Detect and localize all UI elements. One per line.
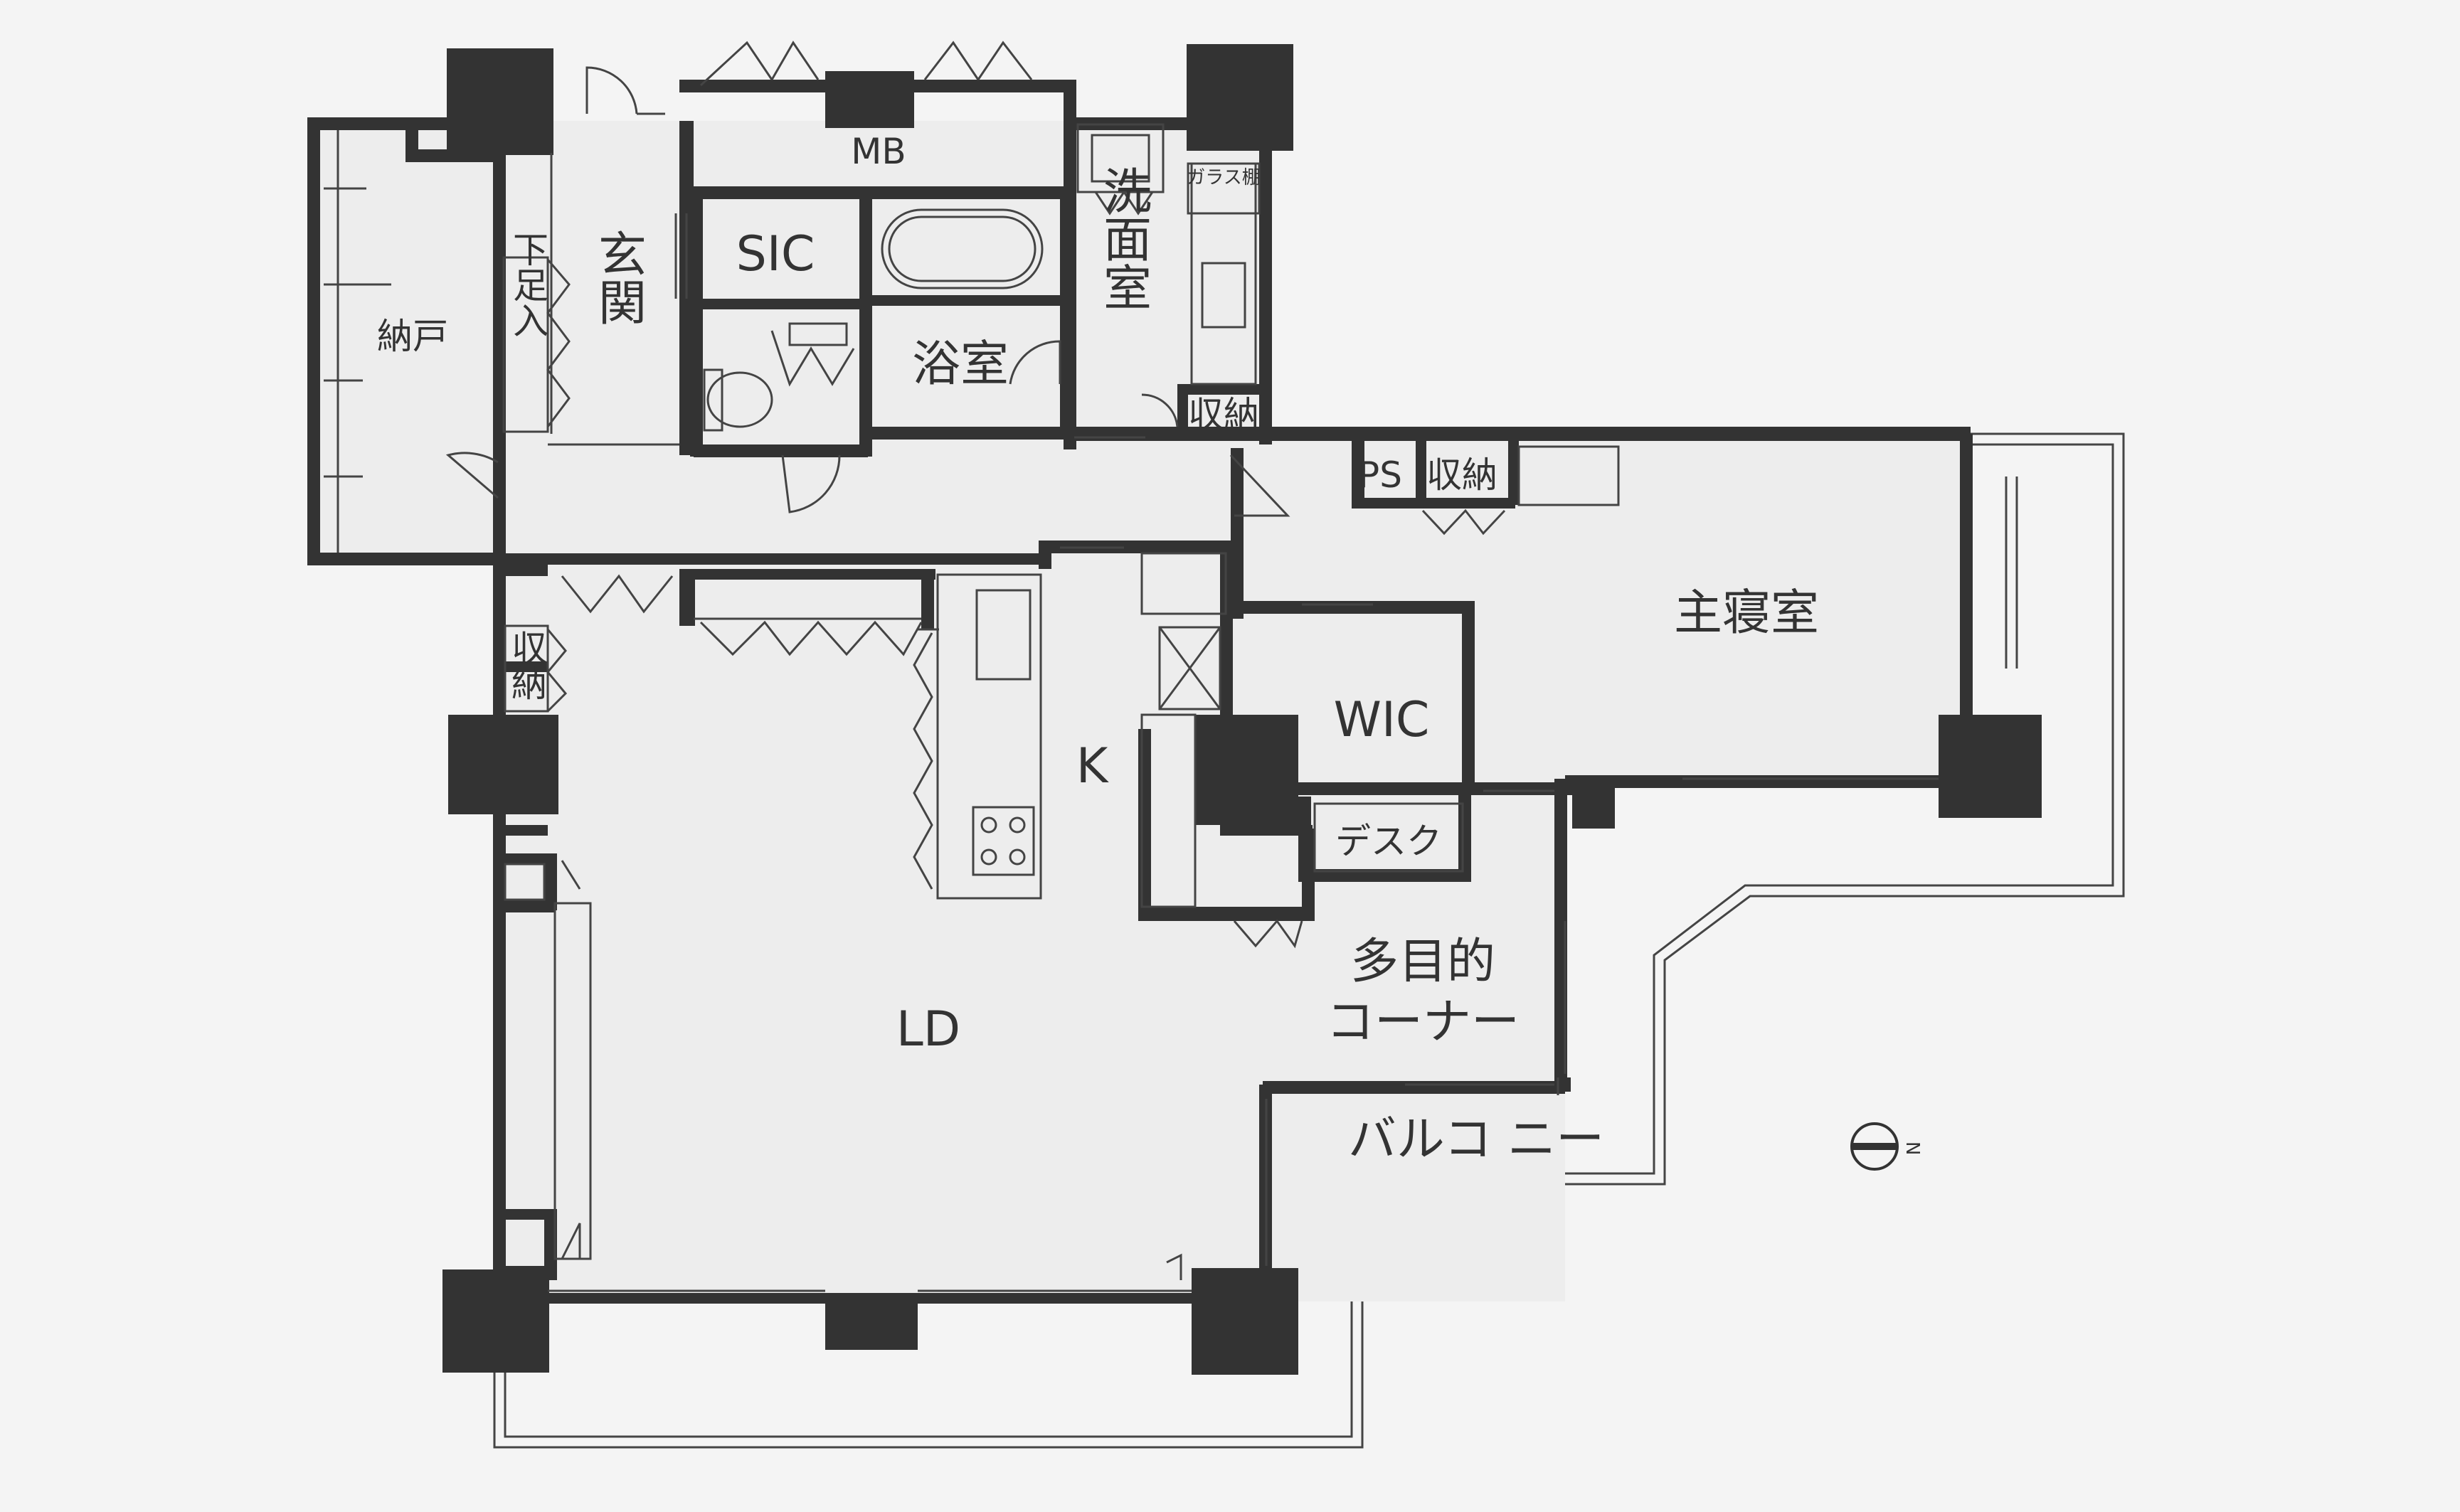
label-shuno-bed: 収納: [1426, 454, 1497, 496]
label-balcony: バルコ ニー: [1348, 1112, 1604, 1168]
floor-areas: [317, 121, 1971, 1301]
label-mb: MB: [851, 131, 906, 172]
label-geta: 下足入: [507, 231, 548, 338]
label-desk: デスク: [1335, 821, 1442, 862]
label-senmen: 洗面室: [1095, 166, 1151, 311]
label-tamokuteki-1: 多目的: [1350, 934, 1495, 990]
label-sic: SIC: [736, 226, 815, 282]
label-genkan: 玄関: [590, 229, 646, 326]
label-ld: LD: [896, 1001, 960, 1058]
label-wic: WIC: [1334, 692, 1430, 748]
fixtures: [324, 41, 2018, 1292]
label-glass-shelf: ガラス棚: [1187, 167, 1260, 188]
label-yokushitsu: 浴室: [912, 336, 1009, 393]
label-shushinshitsu: 主寝室: [1674, 585, 1819, 641]
label-shuno-ld: 収納: [506, 629, 547, 701]
label-shuno-senmen: 収納: [1188, 394, 1259, 435]
north-arrow-icon: N: [1850, 1122, 1923, 1171]
north-label: N: [1902, 1141, 1923, 1155]
balcony-outline: [493, 432, 2125, 1449]
label-nando: 納戸: [377, 316, 448, 357]
label-tamokuteki-2: コーナー: [1326, 994, 1520, 1050]
label-ps: PS: [1358, 454, 1402, 496]
label-kitchen: K: [1076, 738, 1110, 794]
walls: [307, 44, 2042, 1375]
